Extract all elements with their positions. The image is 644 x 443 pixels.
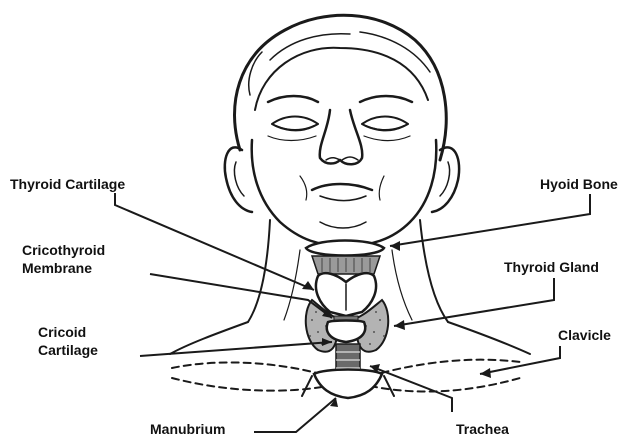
left-ear: [225, 147, 252, 212]
right-eyebrow: [360, 96, 412, 102]
label-manubrium: Manubrium: [150, 421, 225, 438]
hyoid-bone: [306, 241, 384, 256]
label-cricothyroid-line1: Cricothyroid: [22, 242, 105, 259]
head-illustration: [225, 15, 459, 246]
leader-cricothyroid-membrane: [150, 274, 332, 318]
leader-thyroid-cartilage: [115, 193, 314, 290]
label-clavicle: Clavicle: [558, 327, 611, 344]
thyrohyoid-membrane: [312, 256, 380, 274]
leader-cricoid-cartilage: [140, 342, 332, 356]
label-thyroid-gland: Thyroid Gland: [504, 259, 599, 276]
left-eyebrow: [268, 96, 318, 102]
label-cricoid-line2: Cartilage: [38, 342, 98, 359]
label-thyroid-cartilage: Thyroid Cartilage: [10, 176, 125, 193]
face-outline: [252, 140, 437, 246]
label-trachea: Trachea: [456, 421, 509, 438]
cricoid-cartilage-shape: [327, 321, 365, 343]
neck-right: [420, 220, 448, 322]
label-cricoid-line1: Cricoid: [38, 324, 86, 341]
nose: [320, 110, 363, 164]
mouth: [312, 184, 372, 190]
label-cricothyroid-line2: Membrane: [22, 260, 92, 277]
label-hyoid-bone: Hyoid Bone: [540, 176, 618, 193]
neck-left: [248, 220, 270, 322]
leader-manubrium: [254, 398, 336, 432]
leader-thyroid-gland: [394, 278, 554, 326]
right-shoulder: [448, 322, 530, 354]
manubrium-shape: [302, 370, 394, 399]
